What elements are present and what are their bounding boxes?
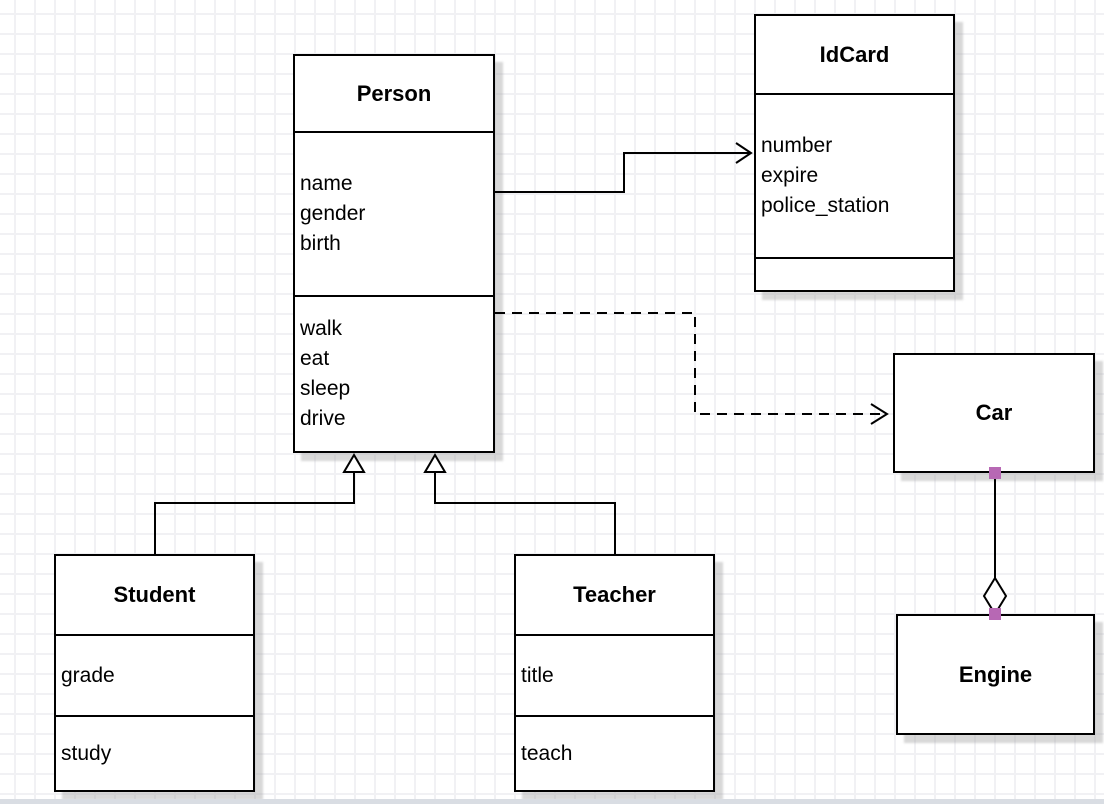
- attribute: number: [761, 134, 833, 157]
- method: study: [61, 741, 112, 765]
- class-idcard[interactable]: IdCard number expire police_station: [754, 14, 955, 292]
- class-engine[interactable]: Engine: [896, 614, 1095, 735]
- attribute: grade: [61, 663, 115, 687]
- edge-line[interactable]: [434, 472, 616, 554]
- attribute: birth: [300, 232, 341, 255]
- attribute: expire: [761, 164, 819, 187]
- attribute: gender: [300, 202, 366, 225]
- hollow-triangle-icon: [423, 453, 447, 473]
- class-car[interactable]: Car: [893, 353, 1095, 473]
- canvas-bottom-edge: [0, 799, 1104, 804]
- method: drive: [300, 407, 346, 430]
- class-person-methods: walk eat sleep drive: [295, 295, 493, 451]
- hollow-triangle-icon: [342, 453, 366, 473]
- open-arrowhead-icon: [735, 142, 753, 164]
- class-car-title: Car: [975, 400, 1013, 425]
- attribute: title: [521, 663, 554, 687]
- class-teacher-attributes: title: [516, 634, 713, 715]
- class-idcard-empty-section: [756, 257, 953, 290]
- class-person[interactable]: Person name gender birth walk eat sleep …: [293, 54, 495, 453]
- class-person-attributes: name gender birth: [295, 131, 493, 295]
- edge-line[interactable]: [495, 312, 884, 415]
- edge-line[interactable]: [154, 472, 355, 554]
- method: teach: [521, 741, 573, 765]
- edge-line[interactable]: [495, 152, 749, 193]
- open-arrowhead-icon: [870, 403, 889, 425]
- class-student-title: Student: [113, 582, 196, 607]
- method: sleep: [300, 377, 351, 400]
- attribute: name: [300, 172, 353, 195]
- edge-student-person-generalization[interactable]: [154, 453, 366, 554]
- class-engine-title: Engine: [958, 661, 1033, 687]
- method: walk: [300, 317, 343, 340]
- edge-car-engine-aggregation[interactable]: [982, 467, 1008, 620]
- class-teacher-title: Teacher: [573, 582, 656, 607]
- class-teacher[interactable]: Teacher title teach: [514, 554, 715, 792]
- edge-person-idcard-association[interactable]: [495, 142, 753, 193]
- class-student-methods: study: [56, 715, 253, 790]
- class-idcard-attributes: number expire police_station: [756, 93, 953, 257]
- method: eat: [300, 347, 330, 370]
- attribute: police_station: [761, 194, 890, 217]
- class-person-title: Person: [356, 80, 432, 106]
- edge-person-car-dependency[interactable]: [495, 312, 889, 425]
- edge-teacher-person-generalization[interactable]: [423, 453, 616, 554]
- class-student[interactable]: Student grade study: [54, 554, 255, 792]
- class-student-attributes: grade: [56, 634, 253, 715]
- class-teacher-methods: teach: [516, 715, 713, 790]
- connection-point-marker[interactable]: [989, 608, 1001, 620]
- class-idcard-title: IdCard: [819, 41, 890, 67]
- connection-point-marker[interactable]: [989, 467, 1001, 479]
